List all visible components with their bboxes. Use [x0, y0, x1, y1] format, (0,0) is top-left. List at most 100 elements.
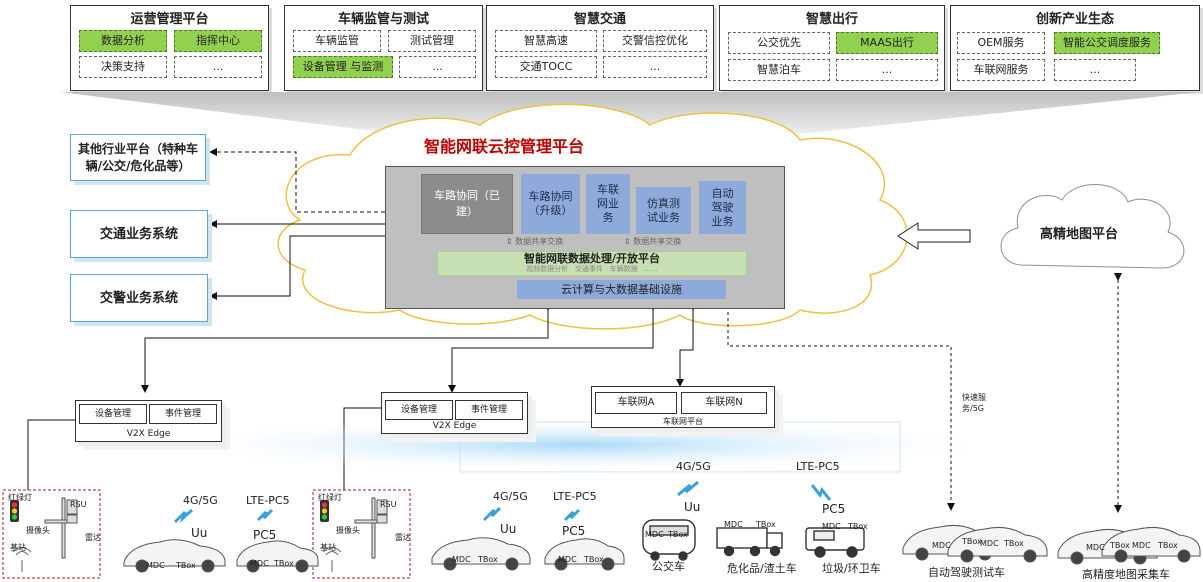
v2x-existing[interactable]: 车路协同（已建）	[421, 174, 513, 234]
mdc-label: MDC	[558, 555, 577, 564]
chip-oem-service[interactable]: OEM服务	[957, 32, 1045, 54]
uu-label: Uu	[684, 500, 701, 514]
panel-innovation-ecosystem: 创新产业生态 OEM服务 智能公交调度服务 车联网服务 ...	[950, 5, 1200, 91]
chip-more[interactable]: ...	[836, 59, 938, 81]
chip-more[interactable]: ...	[1054, 59, 1136, 81]
module-simulation[interactable]: 仿真测试业务	[636, 187, 691, 234]
4g5g-label: 4G/5G	[183, 494, 218, 507]
traffic-light-icon	[320, 500, 329, 522]
chip-more[interactable]: ...	[174, 56, 262, 78]
event-management-button[interactable]: 事件管理	[149, 404, 217, 424]
mdc-label: MDC	[980, 539, 999, 548]
tbox-label: TBox	[756, 520, 776, 529]
lte-pc5-label: LTE-PC5	[246, 494, 290, 507]
panel-smart-traffic: 智慧交通 智慧高速 交警信控优化 交通TOCC ...	[486, 5, 714, 91]
chip-signal-optimization[interactable]: 交警信控优化	[603, 30, 707, 52]
truck-icon	[716, 527, 783, 557]
panel-title: 智慧出行	[805, 12, 858, 27]
mdc-label: MDC	[822, 522, 841, 531]
chip-more[interactable]: ...	[603, 56, 707, 78]
exchange-label-1: ⇕ 数据共享交换	[506, 237, 564, 246]
chip-device-monitoring[interactable]: 设备管理 与监测	[293, 56, 393, 78]
vehicle-network-platform[interactable]: 车联网A 车联网N 车联网平台	[591, 386, 775, 428]
data-processing-platform[interactable]: 智能网联数据处理/开放平台 视频数据分析 交通事件 车辆数据 ......	[437, 251, 747, 276]
hd-map-platform[interactable]: 高精地图平台	[1040, 223, 1118, 242]
tbox-label: TBox	[478, 555, 498, 564]
chip-vehicle-supervision[interactable]: 车辆监管	[293, 30, 381, 52]
chip-bus-dispatch[interactable]: 智能公交调度服务	[1054, 32, 1160, 54]
uu-label: Uu	[500, 522, 517, 536]
chip-test-management[interactable]: 测试管理	[388, 30, 476, 52]
base-station-label: 基站	[10, 543, 26, 552]
v2x-edge-2[interactable]: 设备管理 事件管理 V2X Edge	[381, 392, 528, 434]
mdc-label: MDC	[250, 559, 269, 568]
panel-title: 智慧交通	[573, 12, 626, 27]
roadside-box-1	[2, 489, 101, 579]
module-label: 自动驾驶业务	[711, 186, 734, 228]
mdc-label: MDC	[1086, 543, 1105, 552]
rsu-label: RSU	[380, 500, 397, 509]
radar-label: 雷达	[395, 533, 411, 542]
event-management-button[interactable]: 事件管理	[455, 400, 523, 420]
chip-decision-support[interactable]: 决策支持	[79, 56, 167, 78]
exchange-label-2: ⇕ 数据共享交换	[624, 237, 682, 246]
pc5-label: PC5	[562, 524, 586, 538]
edge-label: V2X Edge	[432, 421, 477, 431]
chip-iov-service[interactable]: 车联网服务	[957, 59, 1045, 81]
chip-tocc[interactable]: 交通TOCC	[495, 56, 597, 78]
module-label: 车联网业务	[597, 183, 619, 224]
hd-map-cloud	[1000, 184, 1185, 269]
chip-more[interactable]: ...	[399, 56, 476, 78]
camera-label: 摄像头	[26, 526, 50, 535]
mdc-label: MDC	[1132, 541, 1151, 550]
edge-label: V2X Edge	[126, 429, 171, 439]
tbox-label: TBox	[274, 559, 294, 568]
module-v2x-upgrade[interactable]: 车路协同（升级）	[521, 174, 580, 234]
chip-smart-highway[interactable]: 智慧高速	[495, 30, 597, 52]
panel-operations: 运营管理平台 数据分析 指挥中心 决策支持 ...	[70, 5, 269, 91]
device-management-button[interactable]: 设备管理	[385, 400, 453, 420]
chip-smart-parking[interactable]: 智慧泊车	[728, 59, 830, 81]
uu-label: Uu	[191, 526, 208, 540]
chip-bus-priority[interactable]: 公交优先	[728, 32, 830, 54]
tbox-label: TBox	[1110, 541, 1130, 550]
tbox-label: TBox	[848, 522, 868, 531]
cloud-infrastructure[interactable]: 云计算与大数据基础设施	[517, 280, 726, 299]
base-station-icon	[12, 547, 32, 572]
traffic-business-system[interactable]: 交通业务系统	[70, 210, 208, 258]
panel-title: 运营管理平台	[130, 12, 209, 27]
chip-command-center[interactable]: 指挥中心	[174, 30, 262, 52]
module-autopilot[interactable]: 自动驾驶业务	[699, 181, 746, 234]
module-label: 车路协同（升级）	[528, 190, 573, 217]
mdc-label: MDC	[724, 520, 743, 529]
base-station-label: 基站	[320, 543, 336, 552]
police-business-system[interactable]: 交警业务系统	[70, 274, 208, 322]
4g5g-label: 4G/5G	[676, 460, 711, 473]
hazard-truck-label: 危化品/渣土车	[727, 562, 797, 575]
tbox-label: TBox	[584, 555, 604, 564]
base-station-icon	[322, 547, 342, 572]
module-label: 仿真测试业务	[647, 196, 680, 224]
mdc-label: MDC	[645, 530, 664, 539]
rsu-label: RSU	[70, 500, 87, 509]
iov-n-button[interactable]: 车联网N	[681, 392, 767, 414]
mdc-label: MDC	[146, 561, 165, 570]
sedan-icon	[431, 537, 531, 571]
other-industry-platform[interactable]: 其他行业平台（特种车辆/公交/危化品等）	[70, 134, 206, 181]
system-label: 交通业务系统	[99, 226, 178, 242]
infra-label: 云计算与大数据基础设施	[561, 283, 682, 296]
roadside-box-2	[312, 489, 411, 579]
iov-a-button[interactable]: 车联网A	[595, 392, 677, 414]
traffic-light-label: 红绿灯	[8, 493, 32, 502]
chip-data-analysis[interactable]: 数据分析	[79, 30, 167, 52]
lightning-icon	[482, 506, 502, 522]
device-management-button[interactable]: 设备管理	[79, 404, 147, 424]
v2x-edge-1[interactable]: 设备管理 事件管理 V2X Edge	[75, 400, 222, 442]
chip-maas[interactable]: MAAS出行	[836, 32, 938, 54]
bus-label: 公交车	[652, 560, 685, 573]
tbox-label: TBox	[176, 561, 196, 570]
module-iov[interactable]: 车联网业务	[586, 174, 630, 234]
lte-pc5-label: LTE-PC5	[553, 490, 597, 503]
platform-label: 智能网联数据处理/开放平台	[523, 252, 661, 265]
lightning-icon	[563, 508, 581, 522]
